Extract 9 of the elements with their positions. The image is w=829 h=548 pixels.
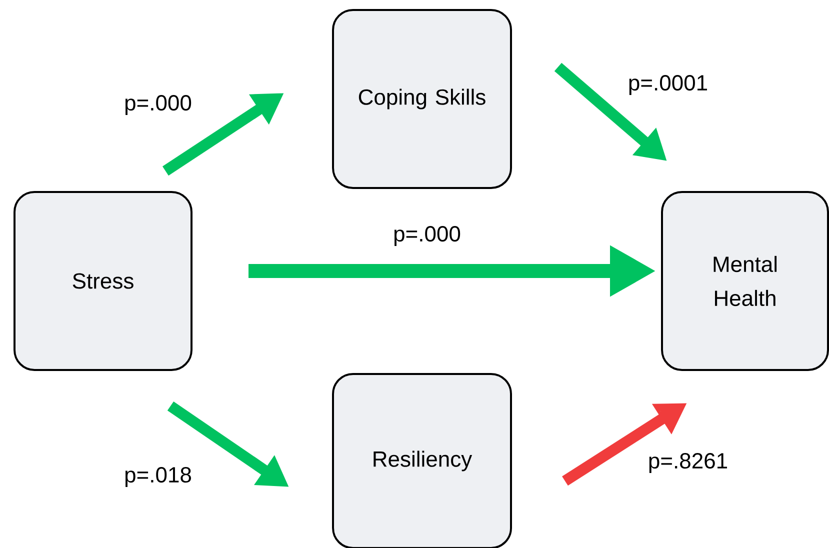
edge-label: p=.000 (394, 226, 460, 246)
process-box: Coping Skills (332, 9, 512, 189)
process-box: Stress (14, 191, 192, 371)
edge-label: p=.000 (125, 95, 192, 115)
edge-label: p=.8261 (649, 453, 727, 473)
edge-label: p=.0001 (629, 75, 707, 95)
edge-label: p=.018 (125, 467, 191, 487)
process-box: Mental Health (661, 191, 829, 371)
process-box: Resiliency (332, 373, 512, 548)
